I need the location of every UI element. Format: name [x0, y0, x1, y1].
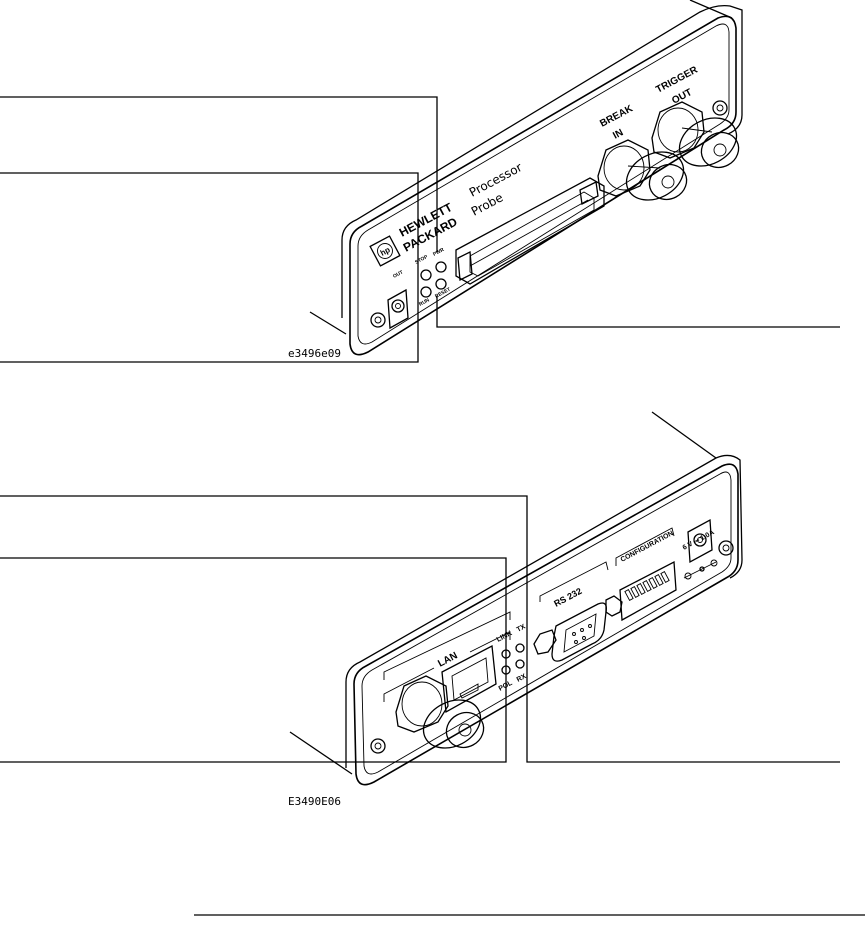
screw-icon [370, 738, 386, 754]
figure-caption: e3496e09 [288, 347, 341, 360]
rx-led-icon [515, 659, 525, 669]
callout-line [0, 172, 419, 363]
svg-text:hp: hp [379, 245, 392, 258]
lan-rj45-port[interactable] [441, 644, 497, 714]
lan-bnc-connector[interactable] [395, 675, 490, 758]
lan-bracket [383, 611, 511, 680]
break-in-bnc-connector[interactable] [597, 139, 693, 210]
screw-icon [370, 312, 386, 328]
processor-cable-connector[interactable] [455, 177, 605, 285]
stop-led-icon [420, 269, 432, 281]
rs232-connector[interactable] [533, 595, 623, 662]
probe-front-face [349, 15, 737, 356]
callout-line [289, 731, 353, 775]
run-led-icon [420, 286, 432, 298]
led-label-rx: RX [516, 673, 528, 684]
led-label-tx: TX [516, 623, 527, 634]
led-label-pwr: PWR [432, 247, 445, 258]
pwr-led-icon [435, 261, 447, 273]
hp-logo-icon: hp [369, 235, 401, 267]
processor-probe-unit: hp HEWLETT PACKARD Processor Probe OUT S… [0, 0, 840, 363]
lan-bracket [469, 631, 511, 653]
lan-body-outline [345, 454, 743, 768]
power-jack[interactable] [687, 518, 713, 564]
trigger-out-bnc-connector[interactable] [651, 101, 745, 176]
out-jack[interactable] [387, 288, 409, 330]
reset-led-icon [435, 278, 447, 290]
lan-interface-unit: LAN LINK TX POL RX RS 232 [0, 411, 840, 808]
rs232-bracket [539, 561, 609, 602]
callout-line [0, 557, 507, 763]
configuration-bracket [615, 527, 675, 566]
callout-line [651, 411, 717, 459]
led-label-stop: STOP [414, 254, 429, 266]
probe-face-inner-edge [357, 23, 730, 345]
out-jack-label: OUT [392, 270, 404, 280]
tx-led-icon [515, 643, 525, 653]
screw-icon [712, 100, 728, 116]
figure-caption: E3490E06 [288, 795, 341, 808]
led-label-run: RUN [418, 297, 431, 308]
lan-bracket [383, 667, 435, 702]
callout-line [0, 96, 438, 252]
screw-icon [718, 540, 734, 556]
configuration-dip-switch[interactable] [619, 560, 677, 622]
callout-line [436, 296, 840, 328]
probe-body-outline [341, 4, 743, 318]
callout-line [309, 311, 347, 335]
polarity-symbol-icon [683, 559, 718, 580]
break-in-label-line-2: IN [611, 127, 625, 141]
lan-front-face [353, 463, 739, 786]
callout-line [0, 495, 840, 763]
lan-face-inner-edge [361, 471, 732, 775]
callout-line [689, 0, 733, 19]
